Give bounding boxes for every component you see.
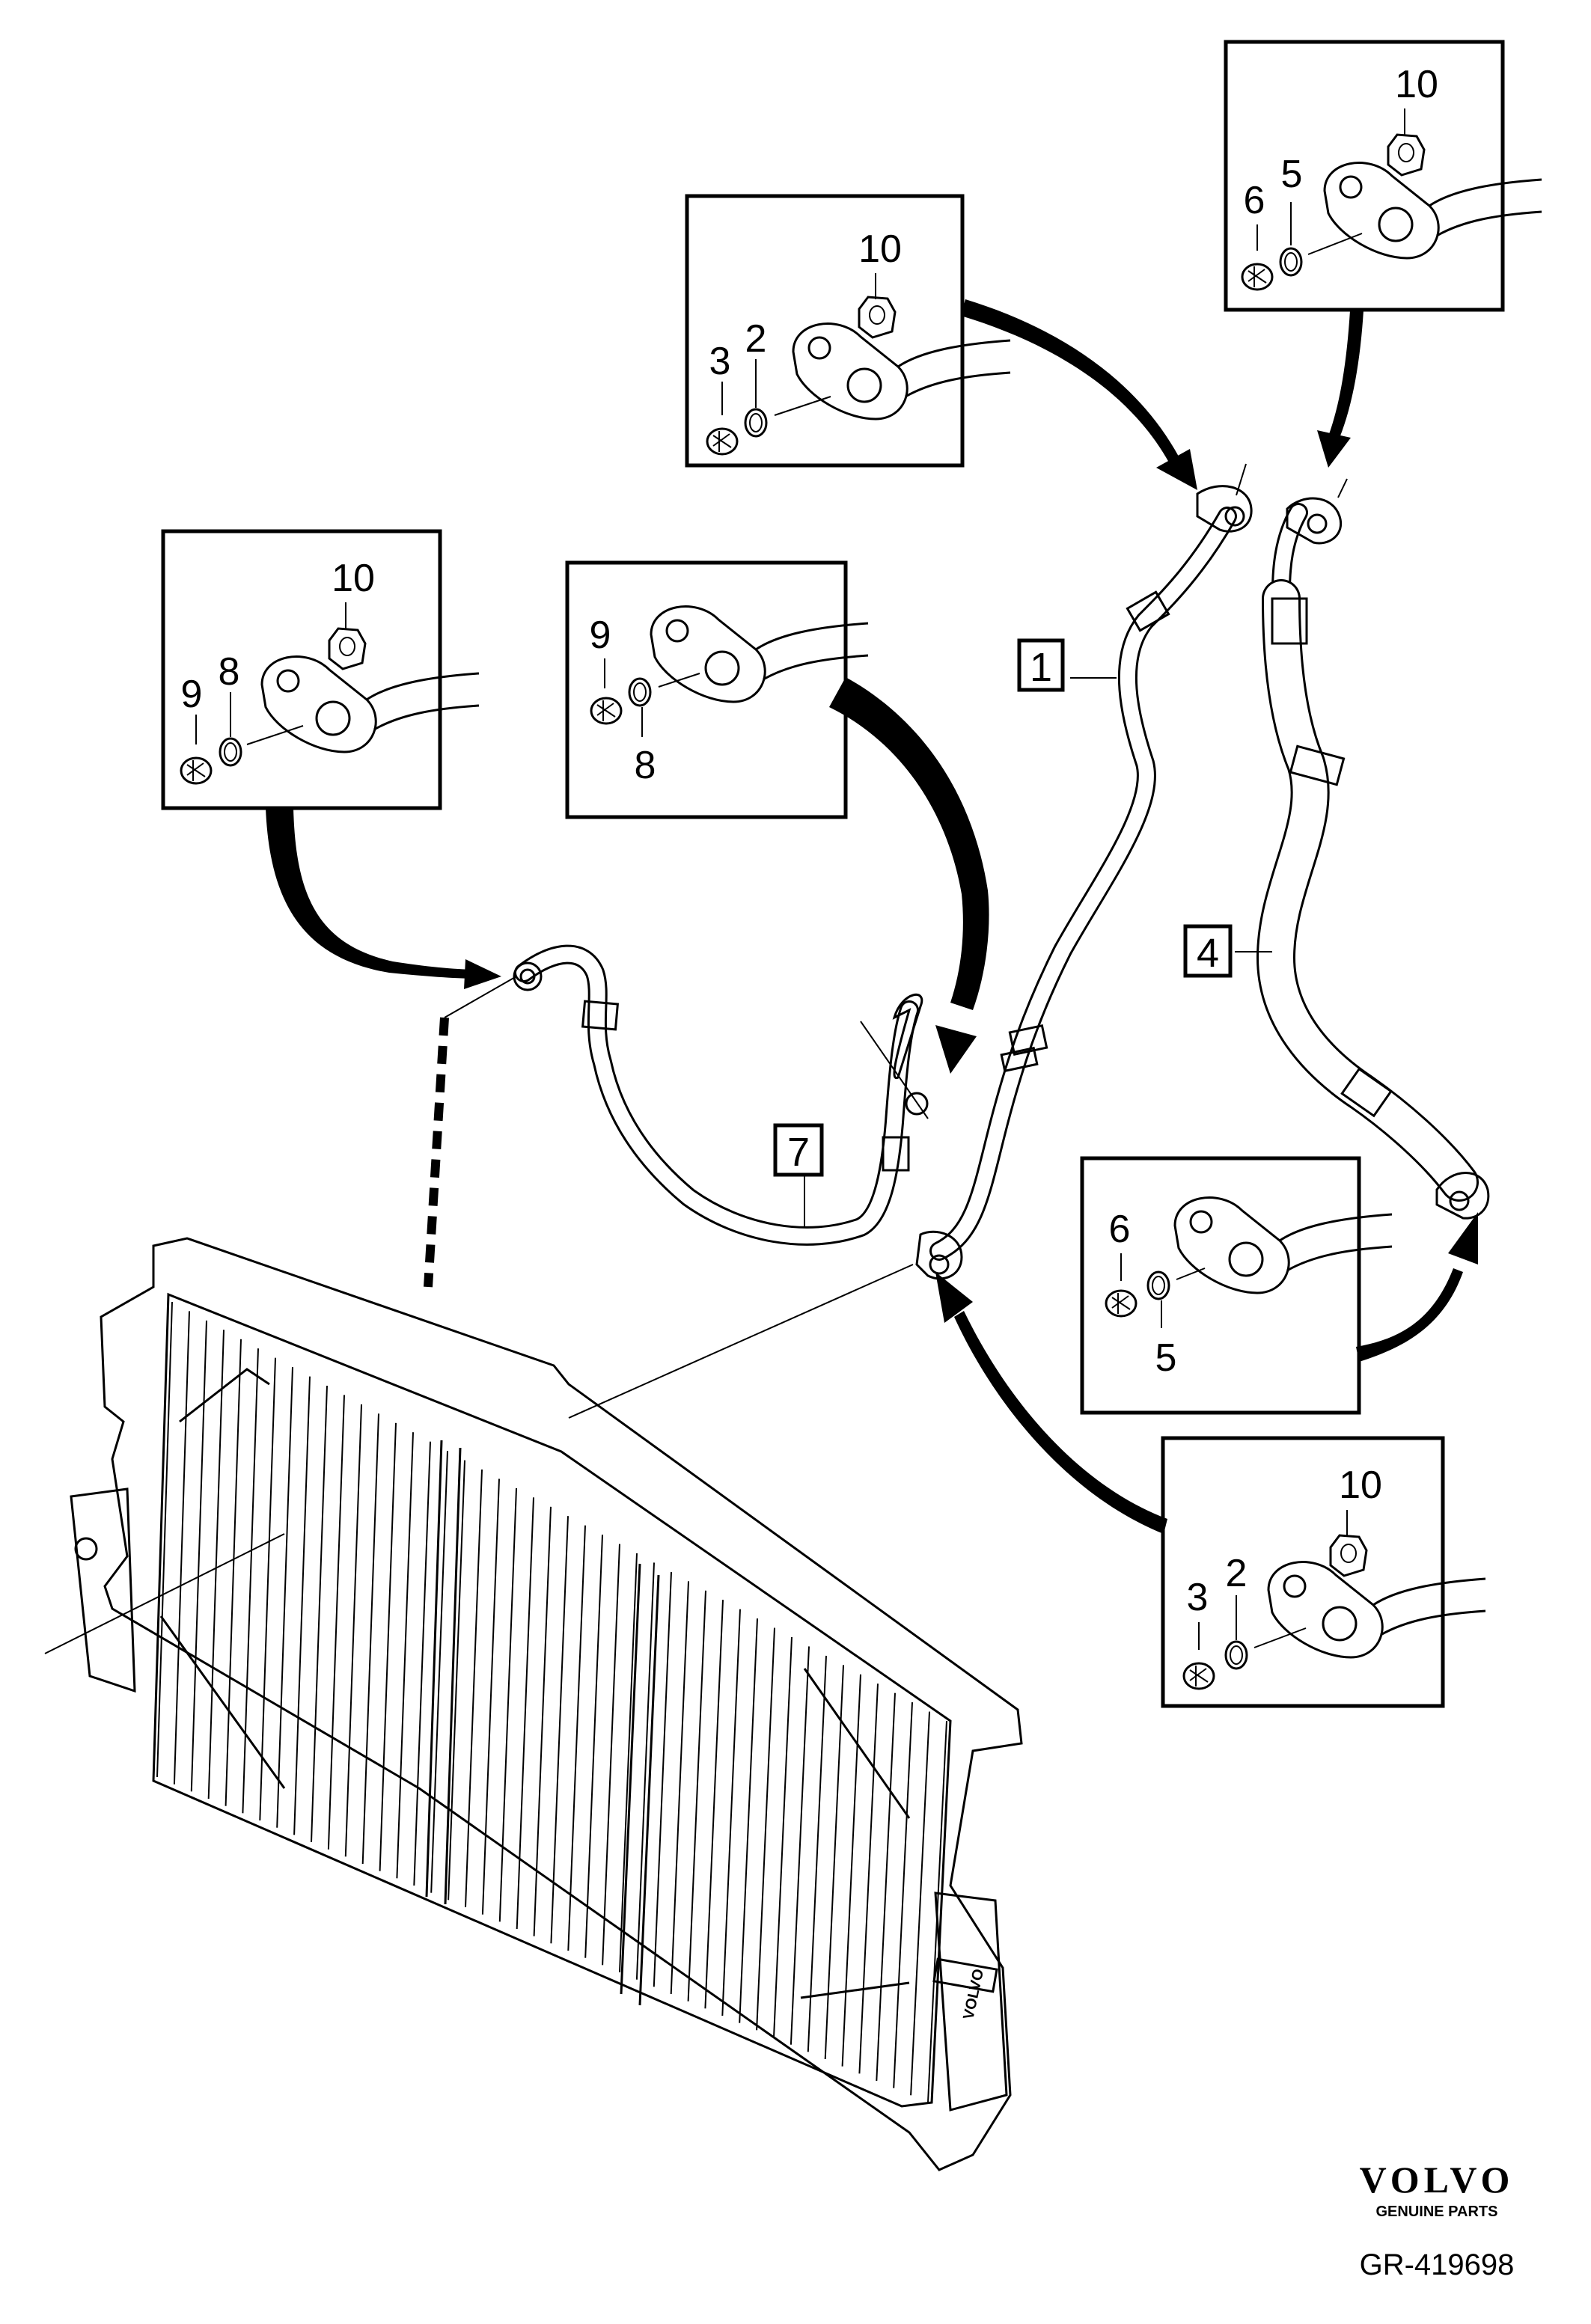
pointer-arrows	[266, 299, 1478, 1534]
fin-line	[619, 1553, 638, 1973]
fin-line	[533, 1506, 552, 1936]
hose-4[interactable]	[1235, 478, 1490, 1220]
fin-line	[841, 1674, 861, 2067]
fin-line	[893, 1702, 913, 2088]
callout-2: 2	[1226, 1552, 1248, 1595]
svg-text:4: 4	[1197, 931, 1219, 976]
fin-line	[344, 1404, 362, 1857]
pipe-1[interactable]	[568, 463, 1253, 1419]
condenser[interactable]: VOLVO	[70, 1237, 1023, 2171]
fin-line	[327, 1395, 345, 1850]
fin-line	[311, 1385, 328, 1843]
fin-line	[379, 1422, 397, 1871]
fin-line	[824, 1665, 844, 2060]
fin-line	[396, 1432, 414, 1879]
callout-5: 5	[1155, 1336, 1177, 1380]
fin-line	[430, 1451, 448, 1893]
fin-line	[156, 1301, 173, 1778]
detail-box-bottom-right: 10 2 3	[1161, 1436, 1487, 1708]
fin-line	[207, 1330, 225, 1799]
fin-line	[670, 1581, 689, 1995]
dashed-leader	[424, 1017, 449, 1288]
fin-line	[721, 1609, 741, 2016]
fin-line	[259, 1357, 276, 1821]
brand-name: VOLVO	[1360, 2159, 1515, 2201]
callout-6: 6	[1244, 179, 1265, 222]
detail-box-left: 10 8 9	[161, 529, 480, 810]
fin-line	[756, 1627, 775, 2031]
fin-line	[687, 1590, 706, 2002]
fin-line	[173, 1311, 190, 1785]
fin-line	[704, 1600, 724, 2009]
callout-box-4[interactable]: 4	[1183, 924, 1233, 978]
callout-10: 10	[858, 227, 902, 271]
fin-line	[190, 1320, 207, 1792]
fin-line	[293, 1376, 311, 1835]
fin-line	[635, 1562, 655, 1980]
fin-line	[602, 1544, 620, 1966]
callout-9: 9	[181, 673, 203, 716]
detail-box-center: 9 8	[565, 560, 870, 819]
fin-line	[807, 1655, 827, 2052]
detail-box-mid-right: 6 5	[1080, 1156, 1393, 1415]
brand-tagline: GENUINE PARTS	[1376, 2204, 1498, 2220]
fin-line	[739, 1618, 758, 2023]
detail-box-top-center: 10 2 3	[685, 194, 1012, 468]
callout-3: 3	[1187, 1576, 1209, 1619]
detail-box-top-right: 10 5 6	[1224, 40, 1543, 312]
callout-box-7[interactable]: 7	[773, 1123, 824, 1177]
fin-line	[516, 1497, 534, 1930]
callout-6: 6	[1109, 1208, 1131, 1251]
fin-line	[567, 1525, 586, 1951]
fin-line	[773, 1636, 793, 2038]
callout-box-1[interactable]: 1	[1017, 638, 1065, 692]
fin-line	[225, 1339, 242, 1806]
fin-line	[276, 1367, 293, 1828]
svg-text:1: 1	[1030, 645, 1052, 690]
fin-line	[361, 1413, 379, 1865]
fin-line	[858, 1684, 879, 2074]
callout-2: 2	[745, 317, 767, 361]
figure-reference: GR-419698	[1360, 2248, 1515, 2281]
fin-line	[653, 1571, 672, 1987]
fin-line	[481, 1479, 500, 1915]
callout-3: 3	[709, 340, 731, 383]
volvo-logo: VOLVO GENUINE PARTS	[1360, 2159, 1515, 2220]
fin-line	[413, 1441, 431, 1886]
fin-line	[550, 1516, 569, 1944]
callout-10: 10	[1395, 63, 1438, 106]
fin-line	[910, 1711, 930, 2096]
callout-5: 5	[1281, 153, 1303, 196]
fin-line	[465, 1469, 483, 1908]
callout-9: 9	[590, 614, 611, 657]
svg-text:7: 7	[787, 1130, 810, 1175]
callout-10: 10	[1339, 1464, 1382, 1507]
fin-line	[498, 1487, 517, 1922]
fin-line	[448, 1460, 465, 1901]
callout-8: 8	[635, 744, 656, 787]
fin-line	[790, 1646, 810, 2045]
frame-stamp: VOLVO	[960, 1967, 987, 2021]
fin-line	[584, 1535, 603, 1958]
callout-8: 8	[219, 650, 240, 694]
fin-line	[242, 1348, 259, 1814]
callout-10: 10	[332, 557, 375, 600]
pipe-7[interactable]	[513, 944, 929, 1246]
fin-line	[876, 1692, 896, 2082]
